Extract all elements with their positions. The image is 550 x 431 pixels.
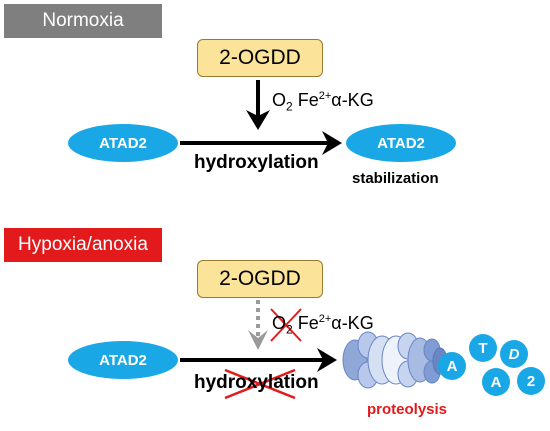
normoxia-cofactors: O2 Fe2+α-KG xyxy=(272,90,374,114)
o2-label: O xyxy=(272,313,287,333)
fragment-letter: A xyxy=(482,368,510,396)
fe-label: Fe xyxy=(297,313,319,333)
proteasome-icon xyxy=(342,331,448,389)
hypoxia-dotted-arrow xyxy=(248,300,268,350)
normoxia-atad2-substrate: ATAD2 xyxy=(68,124,178,162)
o2-subscript: 2 xyxy=(286,99,293,114)
o2-cross xyxy=(270,308,302,342)
o2-subscript: 2 xyxy=(286,322,293,337)
o2-label: O xyxy=(272,90,287,110)
normoxia-process-label: hydroxylation xyxy=(194,152,319,173)
proteolysis-label: proteolysis xyxy=(367,401,448,418)
hypoxia-atad2-substrate: ATAD2 xyxy=(68,341,178,379)
hydroxylation-cross xyxy=(224,368,296,400)
akg-label: α-KG xyxy=(331,90,374,110)
hypoxia-process-label: hydroxylation xyxy=(194,372,319,393)
hypoxia-reaction-arrow xyxy=(180,348,337,372)
normoxia-reaction-arrow xyxy=(180,131,342,155)
hypoxia-label: Hypoxia/anoxia xyxy=(4,228,162,262)
normoxia-atad2-product: ATAD2 xyxy=(346,124,456,162)
fragment-letter: 2 xyxy=(517,367,545,395)
akg-label: α-KG xyxy=(331,313,374,333)
fe-superscript: 2+ xyxy=(318,90,332,102)
stabilization-label: stabilization xyxy=(352,170,439,187)
normoxia-label: Normoxia xyxy=(4,4,162,38)
fe-superscript: 2+ xyxy=(318,313,332,325)
hypoxia-enzyme-box: 2-OGDD xyxy=(197,260,323,298)
fragment-letter: T xyxy=(469,334,497,362)
normoxia-down-arrow xyxy=(246,80,270,130)
hypoxia-cofactors: O2 Fe2+α-KG xyxy=(272,313,374,337)
fragment-letter: D xyxy=(500,340,528,368)
fragment-letter: A xyxy=(438,352,466,380)
normoxia-enzyme-box: 2-OGDD xyxy=(197,39,323,77)
fe-label: Fe xyxy=(297,90,319,110)
